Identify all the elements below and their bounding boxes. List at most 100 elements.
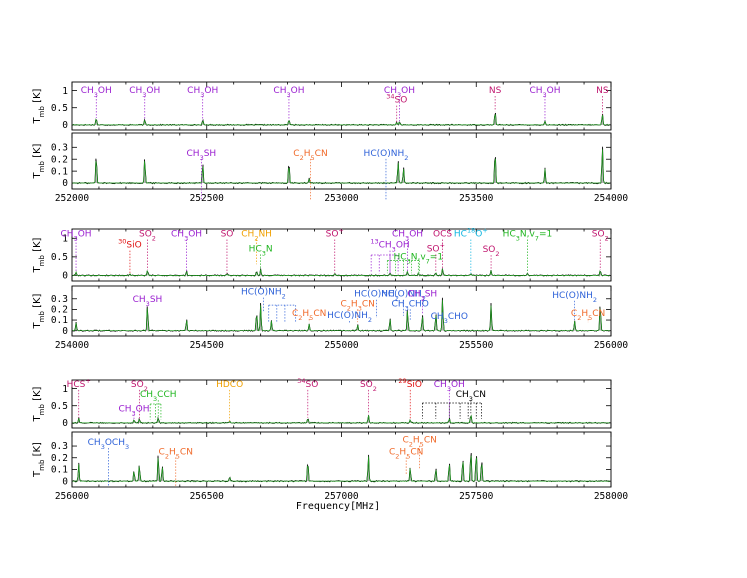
y-axis-label-unit: [K] — [32, 237, 43, 255]
y-axis-label-unit: [K] — [32, 386, 43, 404]
label-fragment: CHO — [409, 299, 429, 309]
label-fragment: OH — [146, 86, 160, 96]
line-label: CH2NH — [241, 230, 272, 243]
label-fragment: OH — [291, 86, 305, 96]
label-fragment: + — [85, 377, 90, 385]
label-fragment: OH — [396, 241, 410, 251]
y-tick-label: 0 — [62, 120, 68, 131]
label-fragment: 3 — [153, 395, 157, 403]
label-fragment: 3 — [74, 235, 78, 243]
label-fragment: OH — [98, 86, 112, 96]
label-fragment: HCS — [67, 380, 86, 390]
line-label: CH3CCH — [140, 390, 177, 403]
label-fragment: 2 — [395, 452, 399, 460]
label-fragment: SO — [427, 244, 440, 254]
y-axis-label: Tmb [K] — [32, 293, 46, 329]
model-fill — [72, 114, 611, 125]
line-label: NS — [596, 86, 609, 96]
label-fragment: 3 — [405, 235, 409, 243]
line-label: HC18O+ — [454, 227, 488, 240]
label-fragment: 3 — [405, 304, 409, 312]
label-fragment: CH — [118, 405, 131, 415]
model-fill — [72, 269, 611, 276]
label-fragment: 2 — [404, 154, 408, 162]
label-fragment: 3 — [125, 443, 129, 451]
label-fragment: N — [266, 244, 273, 254]
label-fragment: HC(O)NH — [381, 290, 422, 300]
y-tick-label: 0.1 — [51, 315, 68, 326]
model-spectrum — [72, 149, 610, 184]
label-fragment: CH — [529, 86, 542, 96]
label-fragment: OH — [547, 86, 561, 96]
label-fragment: CH — [129, 86, 142, 96]
label-fragment: CH — [408, 290, 421, 300]
line-label: CH3OH — [273, 86, 304, 99]
label-fragment: 18 — [467, 227, 475, 235]
line-label: SO+ — [326, 227, 344, 240]
observed-spectrum — [72, 452, 610, 483]
y-tick-label: 1 — [62, 233, 68, 244]
line-label: 13CH3OH — [370, 238, 409, 254]
label-fragment: 2 — [282, 293, 286, 301]
label-fragment: CH — [434, 380, 447, 390]
label-fragment: OH — [409, 230, 423, 240]
line-label: NS — [489, 86, 502, 96]
label-fragment: 29 — [398, 377, 406, 385]
label-fragment: 2 — [144, 385, 148, 393]
x-tick-label: 252000 — [55, 193, 90, 204]
y-tick-label: 0 — [62, 326, 68, 337]
label-fragment: CH — [456, 390, 469, 400]
label-fragment: NH — [258, 230, 272, 240]
line-label: CH3SH — [408, 290, 438, 303]
y-tick-label: 0.5 — [51, 103, 68, 114]
line-label: HC(O)NH2 — [364, 149, 409, 162]
label-fragment: OH — [136, 405, 150, 415]
label-fragment: H — [351, 299, 358, 309]
label-fragment: OH — [204, 86, 218, 96]
label-fragment: 2 — [152, 235, 156, 243]
label-fragment: CH — [379, 241, 392, 251]
label-fragment: 3 — [200, 91, 204, 99]
y-axis-label: Tmb [K] — [32, 88, 46, 124]
label-fragment: 2 — [373, 385, 377, 393]
line-label: HC3N,v7=1 — [503, 230, 553, 243]
label-fragment: HC — [454, 230, 467, 240]
label-fragment: CH — [171, 230, 184, 240]
label-fragment: 5 — [588, 314, 592, 322]
label-fragment: 34 — [386, 93, 394, 101]
label-fragment: H — [302, 309, 309, 319]
x-tick-label: 254500 — [190, 340, 225, 351]
label-fragment: 3 — [262, 249, 266, 257]
line-label: HCS+ — [67, 377, 91, 390]
label-fragment: CH — [140, 390, 153, 400]
label-fragment: 3 — [421, 295, 425, 303]
observed-spectrum — [72, 146, 610, 185]
label-fragment: 5 — [420, 441, 424, 449]
label-fragment: C — [389, 447, 395, 457]
y-axis-label: Tmb [K] — [32, 386, 46, 422]
label-fragment: C — [340, 299, 346, 309]
line-label: HC(O)NH2 — [327, 311, 372, 324]
line-label: CH3OH — [129, 86, 160, 99]
label-fragment: OH — [78, 230, 92, 240]
label-fragment: CN — [315, 149, 328, 159]
label-fragment: =1 — [430, 253, 443, 263]
label-fragment: H — [169, 447, 176, 457]
label-fragment: 3 — [397, 91, 401, 99]
y-axis-label-sub: mb — [38, 311, 46, 323]
x-tick-label: 258000 — [594, 491, 629, 502]
line-label: SO2 — [592, 230, 609, 243]
label-fragment: 30 — [118, 238, 126, 246]
label-fragment: 3 — [543, 91, 547, 99]
y-tick-label: 0.2 — [51, 305, 68, 316]
y-axis-label: Tmb [K] — [32, 143, 46, 179]
y-tick-label: 0.3 — [51, 441, 68, 452]
line-label: CH3OH — [434, 380, 465, 393]
label-fragment: 3 — [142, 91, 146, 99]
label-fragment: H — [581, 309, 588, 319]
label-fragment: SO — [139, 230, 152, 240]
line-label: CH3OH — [187, 86, 218, 99]
label-fragment: CH — [187, 149, 200, 159]
line-label: CH3SH — [133, 295, 163, 308]
